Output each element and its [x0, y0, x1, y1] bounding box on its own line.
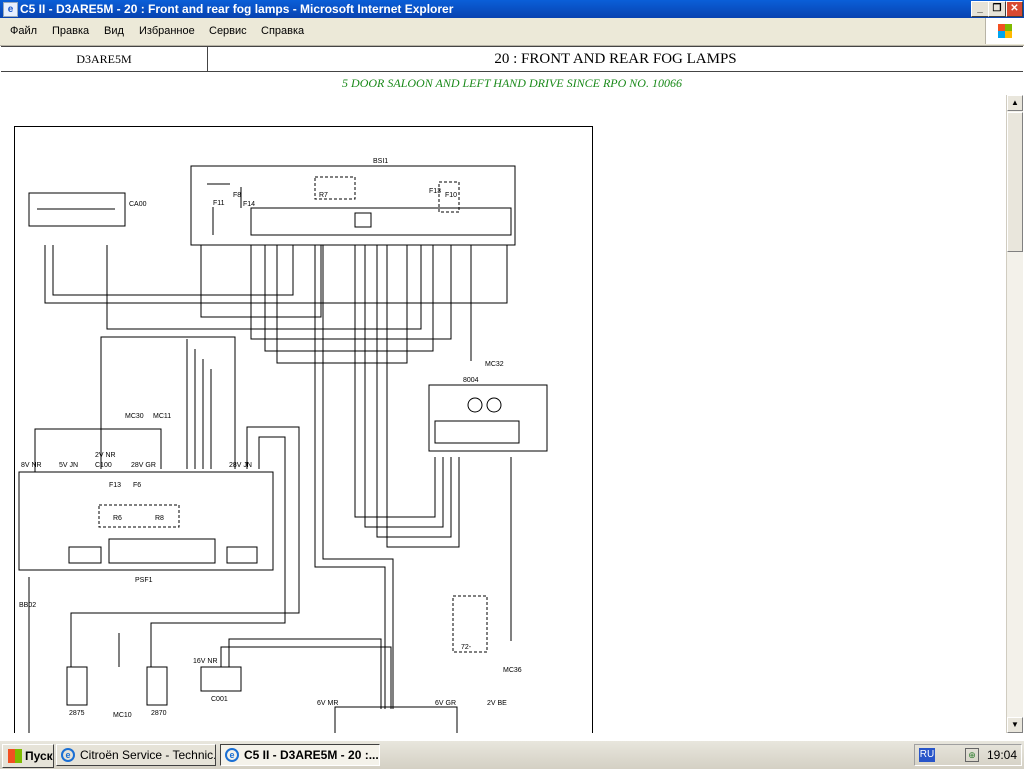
psf-label: PSF1: [135, 577, 153, 584]
menu-bar: Файл Правка Вид Избранное Сервис Справка: [0, 18, 1024, 46]
c001-label: C001: [211, 696, 228, 703]
taskbar: Пуск e Citroën Service - Technic... e C5…: [0, 740, 1024, 769]
f13b-fuse-label: F13: [429, 188, 441, 195]
window-title-bar: e C5 II - D3ARE5M - 20 : Front and rear …: [0, 0, 1024, 18]
72-label: 72-: [461, 644, 472, 651]
start-button[interactable]: Пуск: [2, 744, 54, 768]
bsi-box: [190, 165, 516, 246]
network-icon[interactable]: ⊕: [965, 748, 979, 762]
wire-2vnr-label: 2V NR: [95, 452, 116, 459]
b004-box: [428, 384, 548, 452]
language-indicator[interactable]: RU: [919, 748, 935, 762]
wire-28vjn-label: 28V JN: [229, 462, 252, 469]
wire-5vjn-label: 5V JN: [59, 462, 78, 469]
r6-relay-label: R6: [113, 515, 122, 522]
wire-6vmr-label: 6V MR: [317, 700, 338, 707]
f8-fuse-label: F8: [233, 192, 241, 199]
menu-favorites[interactable]: Избранное: [139, 25, 195, 37]
minimize-button[interactable]: _: [971, 1, 989, 17]
page-title: 20 : FRONT AND REAR FOG LAMPS: [208, 47, 1023, 72]
taskbar-button-label: Citroën Service - Technic...: [80, 748, 216, 762]
menu-edit[interactable]: Правка: [52, 25, 90, 37]
2870-label: 2870: [151, 710, 167, 717]
windows-logo: [985, 18, 1024, 44]
mc32-label: MC32: [485, 361, 504, 368]
windows-flag-bottom: [998, 31, 1012, 38]
diagram-code: D3ARE5M: [1, 47, 208, 72]
page-subtitle: 5 DOOR SALOON AND LEFT HAND DRIVE SINCE …: [342, 76, 682, 90]
page-header: D3ARE5M 20 : FRONT AND REAR FOG LAMPS 5 …: [1, 46, 1023, 96]
content-area: BSI1 CA00 PSF1 8004 MC32 MC30 MC11 MC36 …: [0, 95, 1006, 733]
wiring-diagram: BSI1 CA00 PSF1 8004 MC32 MC30 MC11 MC36 …: [14, 126, 593, 733]
menu-file[interactable]: Файл: [10, 25, 38, 37]
taskbar-button-c5-diagram[interactable]: e C5 II - D3ARE5M - 20 :...: [220, 744, 380, 766]
taskbar-button-label: C5 II - D3ARE5M - 20 :...: [244, 748, 379, 762]
scroll-thumb[interactable]: [1007, 112, 1023, 252]
wiring-diagram-svg: BSI1 CA00 PSF1 8004 MC32 MC30 MC11 MC36 …: [18, 158, 548, 733]
menu-tools[interactable]: Сервис: [209, 25, 247, 37]
close-button[interactable]: ✕: [1006, 1, 1023, 17]
menu-view[interactable]: Вид: [104, 25, 124, 37]
menu-help[interactable]: Справка: [261, 25, 305, 37]
ie-icon: e: [61, 748, 75, 762]
start-label: Пуск: [25, 749, 53, 763]
wire-8vnr-label: 8V NR: [21, 462, 42, 469]
system-tray: RU ⊕ 19:04: [914, 744, 1022, 766]
ca00-box: [28, 192, 126, 227]
taskbar-button-citroen-service[interactable]: e Citroën Service - Technic...: [56, 744, 216, 766]
f11-fuse-label: F11: [213, 200, 225, 207]
ie-app-icon: e: [3, 2, 18, 17]
window-title: C5 II - D3ARE5M - 20 : Front and rear fo…: [20, 2, 454, 16]
mc30-label: MC30: [125, 413, 144, 420]
vertical-scrollbar[interactable]: ▲ ▼: [1006, 95, 1023, 733]
f13-fuse-label: F13: [109, 482, 121, 489]
wire-16vnr-label: 16V NR: [193, 658, 218, 665]
mc10-label: MC10: [113, 712, 132, 719]
scroll-down-arrow-icon[interactable]: ▼: [1007, 717, 1023, 733]
psf-box: [18, 471, 274, 571]
mc11-label: MC11: [153, 413, 171, 420]
scroll-up-arrow-icon[interactable]: ▲: [1007, 95, 1023, 111]
c001-box: [200, 666, 242, 692]
clock[interactable]: 19:04: [987, 748, 1018, 762]
windows-flag-icon: [8, 749, 22, 763]
b004-label: 8004: [463, 377, 479, 384]
wire-c100-label: C100: [95, 462, 112, 469]
bsi-label: BSI1: [373, 158, 388, 165]
wire-6vgr-label: 6V GR: [435, 700, 456, 707]
wire-2vbe-label: 2V BE: [487, 700, 507, 707]
restore-button[interactable]: ❐: [988, 1, 1006, 17]
wire-28vgr-label: 28V GR: [131, 462, 156, 469]
f14-fuse-label: F14: [243, 201, 255, 208]
bb02-label: BB02: [19, 602, 36, 609]
f6-fuse-label: F6: [133, 482, 141, 489]
r8-relay-label: R8: [155, 515, 164, 522]
f10-fuse-label: F10: [445, 192, 457, 199]
r7-relay-label: R7: [319, 192, 328, 199]
2875-label: 2875: [69, 710, 85, 717]
mc36-label: MC36: [503, 667, 522, 674]
ca00-label: CA00: [129, 201, 147, 208]
ie-icon: e: [225, 748, 239, 762]
